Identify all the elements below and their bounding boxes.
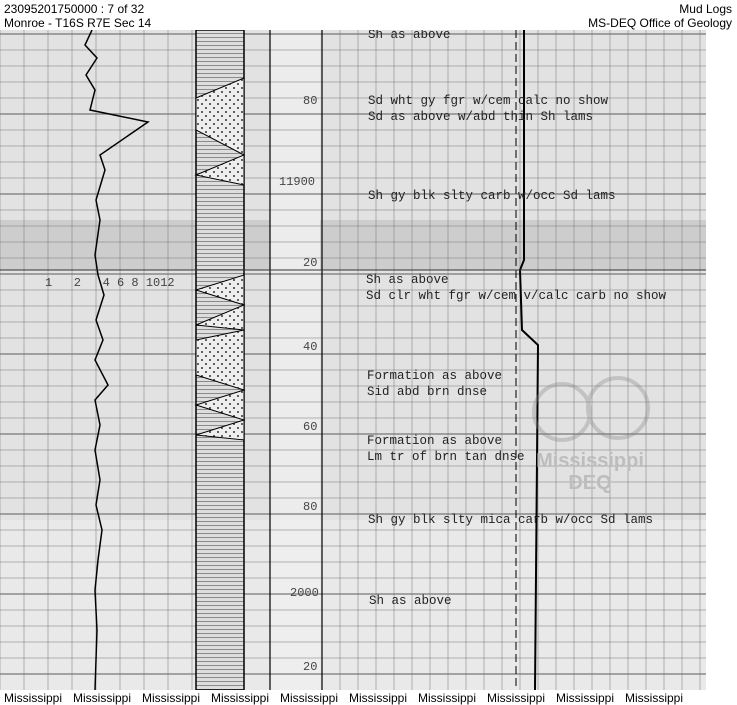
lithology-description: Sh as above [369, 594, 452, 608]
sandstone-interval [194, 329, 246, 441]
depth-label: 11900 [279, 175, 315, 189]
document-type: Mud Logs [679, 2, 732, 16]
depth-label: 20 [303, 660, 317, 674]
footer: Mississippi Mississippi Mississippi Miss… [4, 691, 694, 705]
footer-label: Mississippi [211, 691, 270, 705]
well-location: Monroe - T16S R7E Sec 14 [4, 16, 152, 30]
lithology-description: Sh gy blk slty mica carb w/occ Sd lams [368, 513, 653, 527]
lithology-description: Formation as above [367, 369, 502, 383]
sandstone-interval [194, 274, 246, 331]
footer-label: Mississippi [73, 691, 132, 705]
lithology-description: Sh as above [368, 30, 451, 42]
footer-label: Mississippi [280, 691, 339, 705]
lithology-description: Sh as above [366, 273, 449, 287]
mud-log-scan: 80 11900 20 40 60 80 2000 20 1 2 4 6 8 1… [0, 30, 706, 690]
scale-labels: 1 2 4 6 8 1012 [45, 276, 175, 290]
depth-label: 20 [303, 256, 317, 270]
depth-label: 40 [303, 340, 317, 354]
gas-curve [518, 30, 540, 690]
footer-label: Mississippi [349, 691, 408, 705]
footer-label: Mississippi [418, 691, 477, 705]
footer-label: Mississippi [487, 691, 546, 705]
depth-label: 80 [303, 500, 317, 514]
mdeq-logo [532, 376, 650, 442]
sandstone-interval [194, 77, 246, 186]
document-id: 23095201750000 : 7 of 32 [4, 2, 145, 16]
lithology-description: Lm tr of brn tan dnse [367, 450, 525, 464]
depth-label: 2000 [290, 586, 319, 600]
drill-rate-curve [84, 30, 150, 690]
grid-lines [0, 30, 706, 690]
agency-name: MS-DEQ Office of Geology [588, 16, 732, 30]
footer-label: Mississippi [625, 691, 684, 705]
footer-label: Mississippi [142, 691, 201, 705]
lithology-description: Sh gy blk slty carb w/occ Sd lams [368, 189, 616, 203]
depth-label: 60 [303, 420, 317, 434]
footer-label: Mississippi [556, 691, 615, 705]
depth-label: 80 [303, 94, 317, 108]
lithology-description: Sid abd brn dnse [367, 385, 487, 399]
lithology-description: Sd wht gy fgr w/cem calc no show [368, 94, 609, 108]
lithology-description: Sd clr wht fgr w/cem v/calc carb no show [366, 289, 667, 303]
lithology-description: Sd as above w/abd thin Sh lams [368, 110, 593, 124]
footer-label: Mississippi [4, 691, 63, 705]
lithology-description: Formation as above [367, 434, 502, 448]
